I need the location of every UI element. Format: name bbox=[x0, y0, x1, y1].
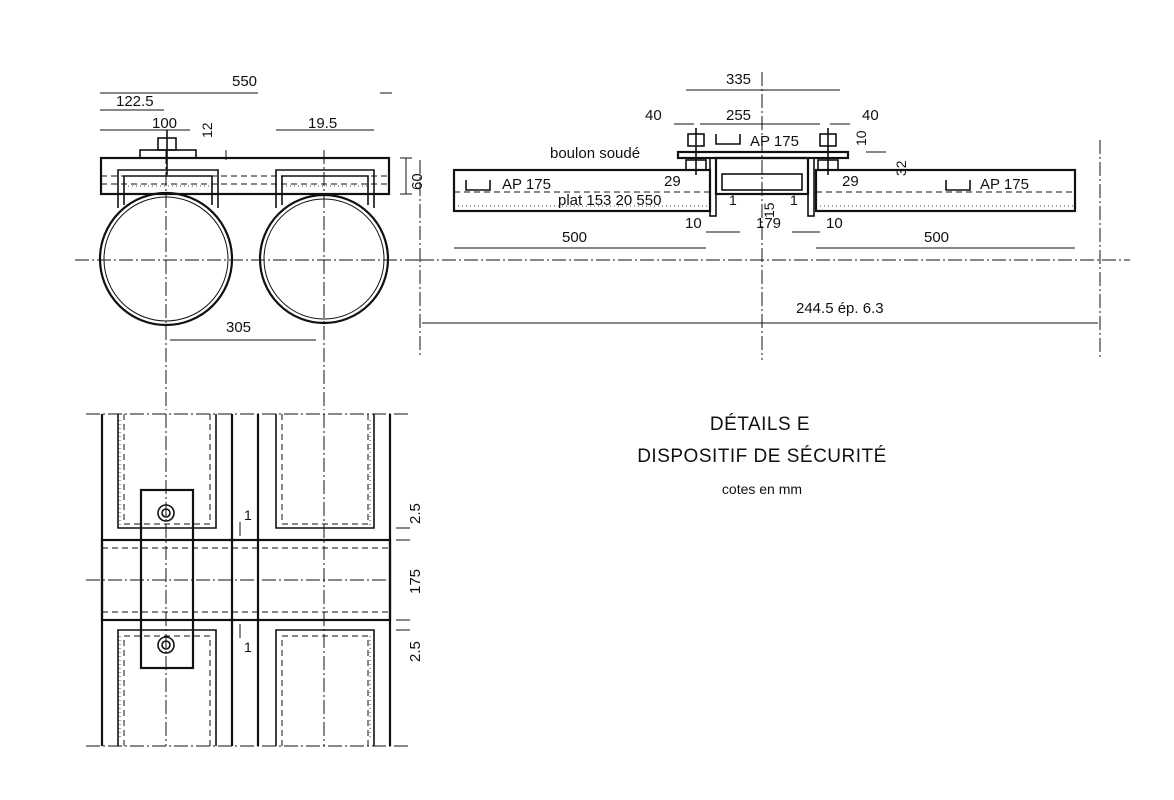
units-note: cotes en mm bbox=[722, 481, 802, 497]
dim-175: 175 bbox=[407, 569, 424, 594]
dim-305: 305 bbox=[226, 319, 251, 336]
dim-550: 550 bbox=[232, 73, 257, 90]
label-ap-left: AP 175 bbox=[502, 176, 551, 193]
right-elevation-view: boulon soudé AP 175 AP 175 AP 175 plat 1… bbox=[419, 71, 1130, 360]
dim-2-5-bottom: 2.5 bbox=[407, 641, 424, 662]
bolt-hole-bottom bbox=[157, 636, 175, 654]
dim-60: 60 bbox=[409, 173, 426, 190]
dim-179: 179 bbox=[756, 215, 781, 232]
dim-500-right: 500 bbox=[924, 229, 949, 246]
dim-122-5: 122.5 bbox=[116, 93, 154, 110]
dim-1-plan-top: 1 bbox=[244, 507, 252, 523]
dim-29-right: 29 bbox=[842, 173, 859, 190]
bolt-plate bbox=[139, 149, 197, 159]
dim-255: 255 bbox=[726, 107, 751, 124]
dim-100: 100 bbox=[152, 115, 177, 132]
pipe-left bbox=[98, 191, 234, 327]
dim-15: 15 bbox=[761, 202, 777, 218]
plan-cross-plate bbox=[100, 538, 392, 622]
label-ap-top: AP 175 bbox=[750, 133, 799, 150]
left-elevation-view: 550 122.5 100 12 19.5 60 305 bbox=[75, 73, 426, 410]
dim-pipe: 244.5 ép. 6.3 bbox=[796, 300, 884, 317]
plan-view: 2.5 175 2.5 1 1 bbox=[86, 413, 424, 747]
title-line-1: DÉTAILS E bbox=[710, 414, 810, 435]
dim-1-right: 1 bbox=[790, 192, 798, 208]
label-boulon-soude: boulon soudé bbox=[550, 145, 640, 162]
dim-10-right: 10 bbox=[826, 215, 843, 232]
dim-500-left: 500 bbox=[562, 229, 587, 246]
label-ap-right: AP 175 bbox=[980, 176, 1029, 193]
dim-12: 12 bbox=[199, 122, 215, 138]
dim-1-left: 1 bbox=[729, 192, 737, 208]
dim-335: 335 bbox=[726, 71, 751, 88]
title-block: DÉTAILS E DISPOSITIF DE SÉCURITÉ cotes e… bbox=[637, 414, 887, 497]
bolt-hole-top bbox=[157, 504, 175, 522]
u-channel-right bbox=[275, 169, 375, 208]
dim-1-plan-bottom: 1 bbox=[244, 639, 252, 655]
dim-29-left: 29 bbox=[664, 173, 681, 190]
dim-10-top: 10 bbox=[853, 130, 869, 146]
plan-bolt-plate bbox=[139, 488, 195, 670]
dim-10-left: 10 bbox=[685, 215, 702, 232]
dim-2-5-top: 2.5 bbox=[407, 503, 424, 524]
dim-40-left: 40 bbox=[645, 107, 662, 124]
long-plate-right bbox=[814, 168, 1077, 213]
dim-19-5: 19.5 bbox=[308, 115, 337, 132]
title-line-2: DISPOSITIF DE SÉCURITÉ bbox=[637, 446, 887, 467]
label-plat: plat 153 20 550 bbox=[558, 192, 661, 209]
pipe-right bbox=[258, 193, 390, 325]
u-channel-left bbox=[117, 169, 219, 208]
dim-40-right: 40 bbox=[862, 107, 879, 124]
dim-32: 32 bbox=[893, 160, 909, 176]
